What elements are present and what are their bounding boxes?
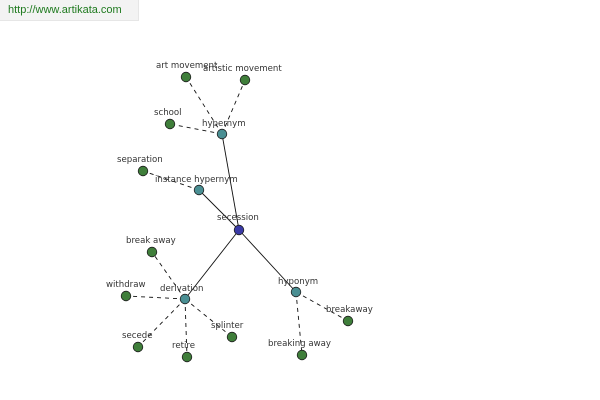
label-leaf-school: school bbox=[154, 108, 182, 118]
label-leaf-withdraw: withdraw bbox=[106, 280, 146, 290]
node-leaf-secede[interactable] bbox=[132, 341, 144, 353]
label-leaf-secede: secede bbox=[122, 331, 153, 341]
label-leaf-artistic: artistic movement bbox=[203, 64, 282, 74]
node-center[interactable] bbox=[233, 224, 245, 236]
node-leaf-artistic[interactable] bbox=[239, 74, 251, 86]
edge-der-retire bbox=[184, 298, 188, 358]
label-leaf-breakingaway: breaking away bbox=[268, 339, 331, 349]
edge-center-inst bbox=[198, 189, 240, 231]
label-leaf-splinter: splinter bbox=[211, 321, 244, 331]
label-relation-inst: instance hypernym bbox=[155, 175, 238, 185]
label-relation-der: derivation bbox=[160, 284, 203, 294]
node-relation-hypo[interactable] bbox=[290, 286, 302, 298]
edge-inst-separation bbox=[142, 170, 200, 191]
edge-hyp-school bbox=[169, 123, 223, 135]
edge-der-breakaway1 bbox=[151, 251, 186, 300]
node-relation-hyp[interactable] bbox=[216, 128, 228, 140]
graph-labels: secession hypernym instance hypernym deriva… bbox=[106, 61, 373, 351]
edge-center-hypo bbox=[238, 229, 297, 293]
edge-der-secede bbox=[137, 298, 186, 348]
site-banner: http://www.artikata.com bbox=[0, 0, 139, 21]
node-leaf-breakaway1[interactable] bbox=[146, 246, 158, 258]
node-leaf-retire[interactable] bbox=[181, 351, 193, 363]
node-leaf-splinter[interactable] bbox=[226, 331, 238, 343]
edge-hypo-breakaway2 bbox=[295, 291, 349, 322]
label-leaf-breakaway1: break away bbox=[126, 236, 176, 246]
edge-hyp-artmov bbox=[185, 76, 223, 135]
label-relation-hypo: hyponym bbox=[278, 277, 318, 287]
label-relation-hyp: hypernym bbox=[202, 119, 246, 129]
node-relation-inst[interactable] bbox=[193, 184, 205, 196]
edge-der-splinter bbox=[184, 298, 233, 338]
node-leaf-breakingaway[interactable] bbox=[296, 349, 308, 361]
graph-edges bbox=[125, 76, 349, 358]
node-leaf-withdraw[interactable] bbox=[120, 290, 132, 302]
node-leaf-school[interactable] bbox=[164, 118, 176, 130]
edge-der-withdraw bbox=[125, 295, 186, 300]
graph-nodes bbox=[120, 71, 354, 363]
edge-hyp-artistic bbox=[221, 79, 246, 135]
edge-center-hyp bbox=[221, 133, 240, 231]
node-leaf-separation[interactable] bbox=[137, 165, 149, 177]
node-leaf-artmov[interactable] bbox=[180, 71, 192, 83]
edge-hypo-breakingaway bbox=[295, 291, 303, 356]
label-leaf-retire: retire bbox=[172, 341, 195, 351]
label-leaf-separation: separation bbox=[117, 155, 163, 165]
label-center: secession bbox=[217, 213, 259, 223]
label-leaf-breakaway2: breakaway bbox=[326, 305, 373, 315]
node-relation-der[interactable] bbox=[179, 293, 191, 305]
node-leaf-breakaway2[interactable] bbox=[342, 315, 354, 327]
edge-center-der bbox=[184, 229, 240, 300]
label-leaf-artmov: art movement bbox=[156, 61, 218, 71]
site-url-link[interactable]: http://www.artikata.com bbox=[8, 4, 122, 16]
